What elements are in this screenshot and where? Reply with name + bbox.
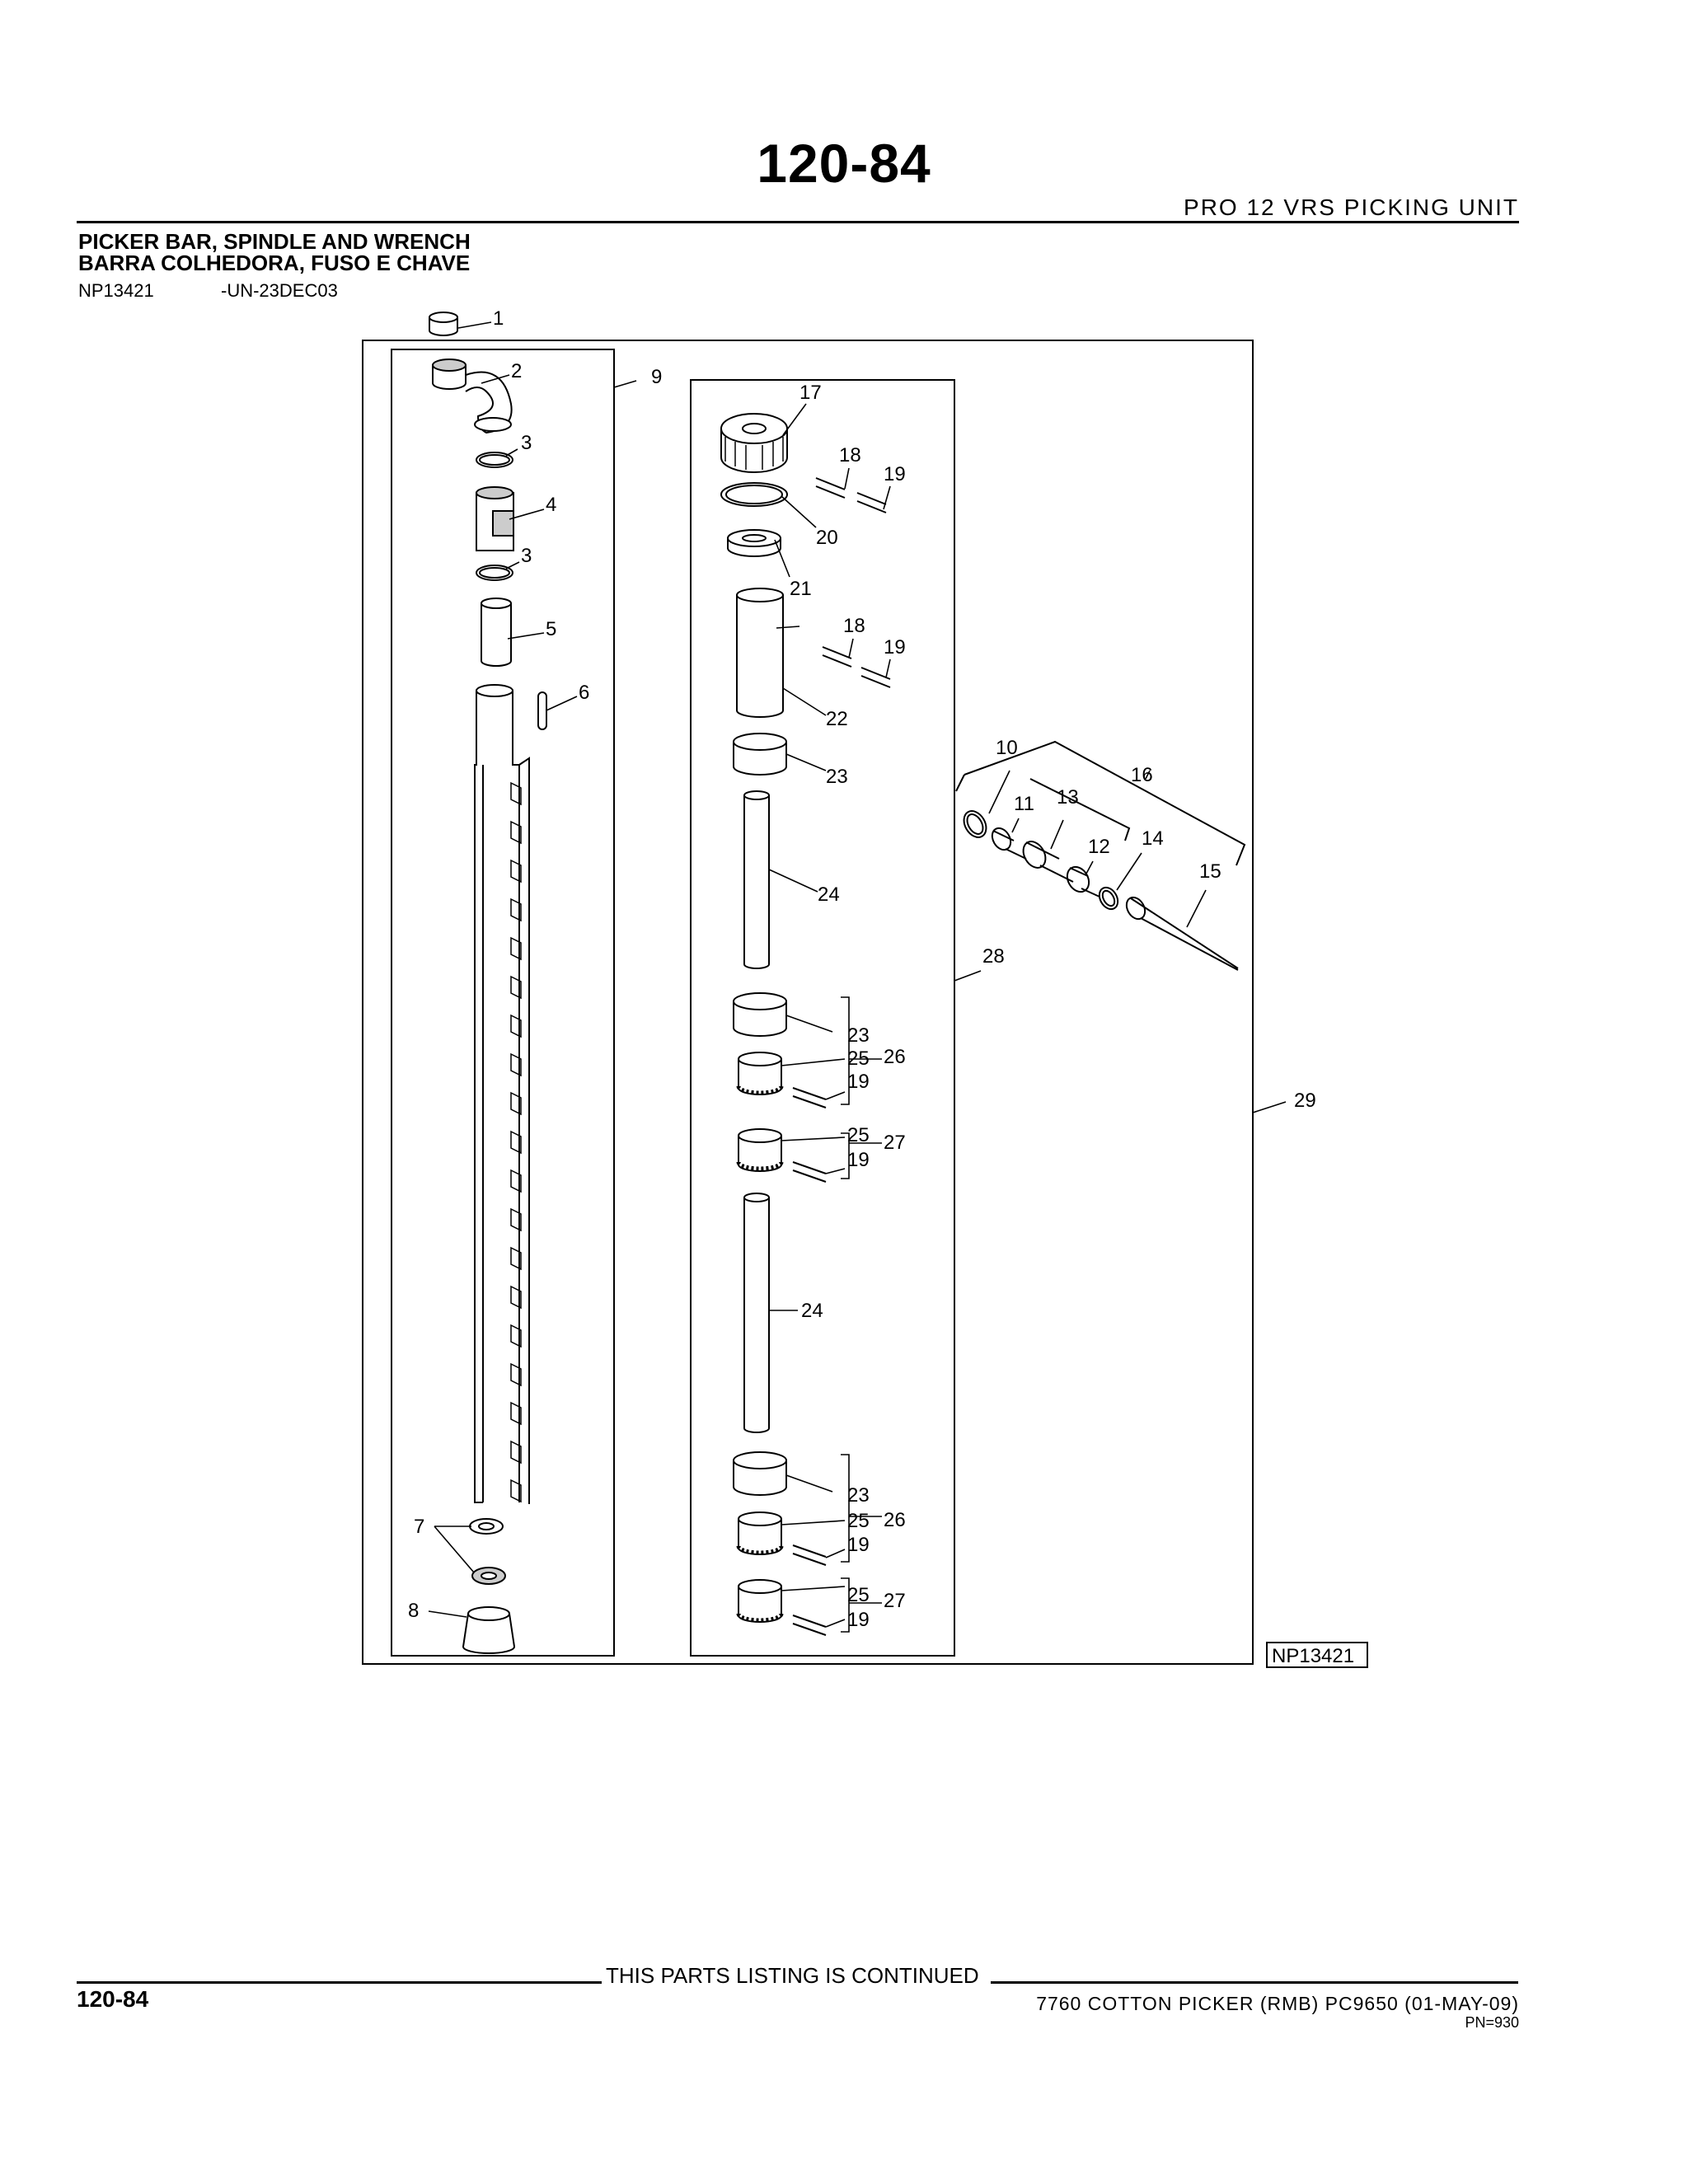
footer-model-info: 7760 COTTON PICKER (RMB) PC9650 (01-MAY-…: [1036, 1993, 1519, 2014]
callout-19c: 19: [847, 1071, 870, 1093]
callout-8: 8: [408, 1600, 419, 1622]
callout-12: 12: [1088, 836, 1110, 858]
callout-23c: 23: [847, 1484, 870, 1507]
callout-19d: 19: [847, 1149, 870, 1171]
callout-4: 4: [546, 494, 556, 516]
figure-code: NP13421: [78, 280, 154, 301]
header-rule: [77, 221, 1519, 223]
callout-25: 25: [847, 1047, 870, 1070]
callout-17: 17: [799, 382, 822, 404]
callout-23: 23: [826, 766, 848, 788]
continued-rule-left: [77, 1981, 602, 1984]
callout-1: 1: [493, 307, 504, 330]
callout-6: 6: [579, 682, 589, 704]
outer-frame: [362, 340, 1254, 1665]
callout-25c: 25: [847, 1510, 870, 1532]
continued-notice: THIS PARTS LISTING IS CONTINUED: [606, 1963, 979, 1988]
callout-9: 9: [651, 366, 662, 388]
page-number-header: 120-84: [757, 133, 931, 194]
callout-24: 24: [818, 883, 840, 906]
footer-pn: PN=930: [1465, 2014, 1519, 2031]
callout-16: 16: [1131, 764, 1153, 786]
callout-25b: 25: [847, 1124, 870, 1146]
callout-2: 2: [511, 360, 522, 382]
callout-15: 15: [1199, 860, 1221, 883]
callout-20: 20: [816, 527, 838, 549]
callout-19f: 19: [847, 1609, 870, 1631]
callout-3b: 3: [521, 545, 532, 567]
picker-bar-frame: [391, 349, 615, 1657]
callout-19e: 19: [847, 1534, 870, 1556]
callout-22: 22: [826, 708, 848, 730]
callout-27b: 27: [884, 1590, 906, 1612]
section-title: PRO 12 VRS PICKING UNIT: [1184, 194, 1519, 220]
continued-rule-right: [991, 1981, 1518, 1984]
callout-14: 14: [1142, 827, 1164, 850]
figure-stamp: NP13421: [1272, 1645, 1354, 1667]
callout-numbers: 1 2 3 4 3 5 6 7 8 9 10 11 12 13 14 15 16…: [408, 307, 1316, 1631]
callout-29: 29: [1294, 1090, 1316, 1112]
callout-21: 21: [790, 578, 812, 600]
figure-date-code: -UN-23DEC03: [221, 280, 338, 301]
callout-7: 7: [414, 1516, 424, 1538]
figure-title-english: PICKER BAR, SPINDLE AND WRENCH: [78, 229, 471, 254]
callout-10: 10: [996, 737, 1018, 759]
callout-28: 28: [982, 945, 1005, 968]
page-number-footer: 120-84: [77, 1986, 149, 2012]
callout-19: 19: [884, 463, 906, 485]
callout-23b: 23: [847, 1024, 870, 1047]
callout-18b: 18: [843, 615, 865, 637]
spindle-column-frame: [690, 379, 955, 1657]
callout-26b: 26: [884, 1509, 906, 1531]
callout-26: 26: [884, 1046, 906, 1068]
figure-title-portuguese: BARRA COLHEDORA, FUSO E CHAVE: [78, 251, 471, 275]
callout-19b: 19: [884, 636, 906, 658]
callout-25d: 25: [847, 1584, 870, 1606]
callout-24b: 24: [801, 1300, 823, 1322]
callout-18: 18: [839, 444, 861, 466]
callout-27: 27: [884, 1132, 906, 1154]
callout-13: 13: [1057, 786, 1079, 808]
callout-11: 11: [1014, 793, 1034, 815]
callout-3: 3: [521, 432, 532, 454]
callout-5: 5: [546, 618, 556, 640]
